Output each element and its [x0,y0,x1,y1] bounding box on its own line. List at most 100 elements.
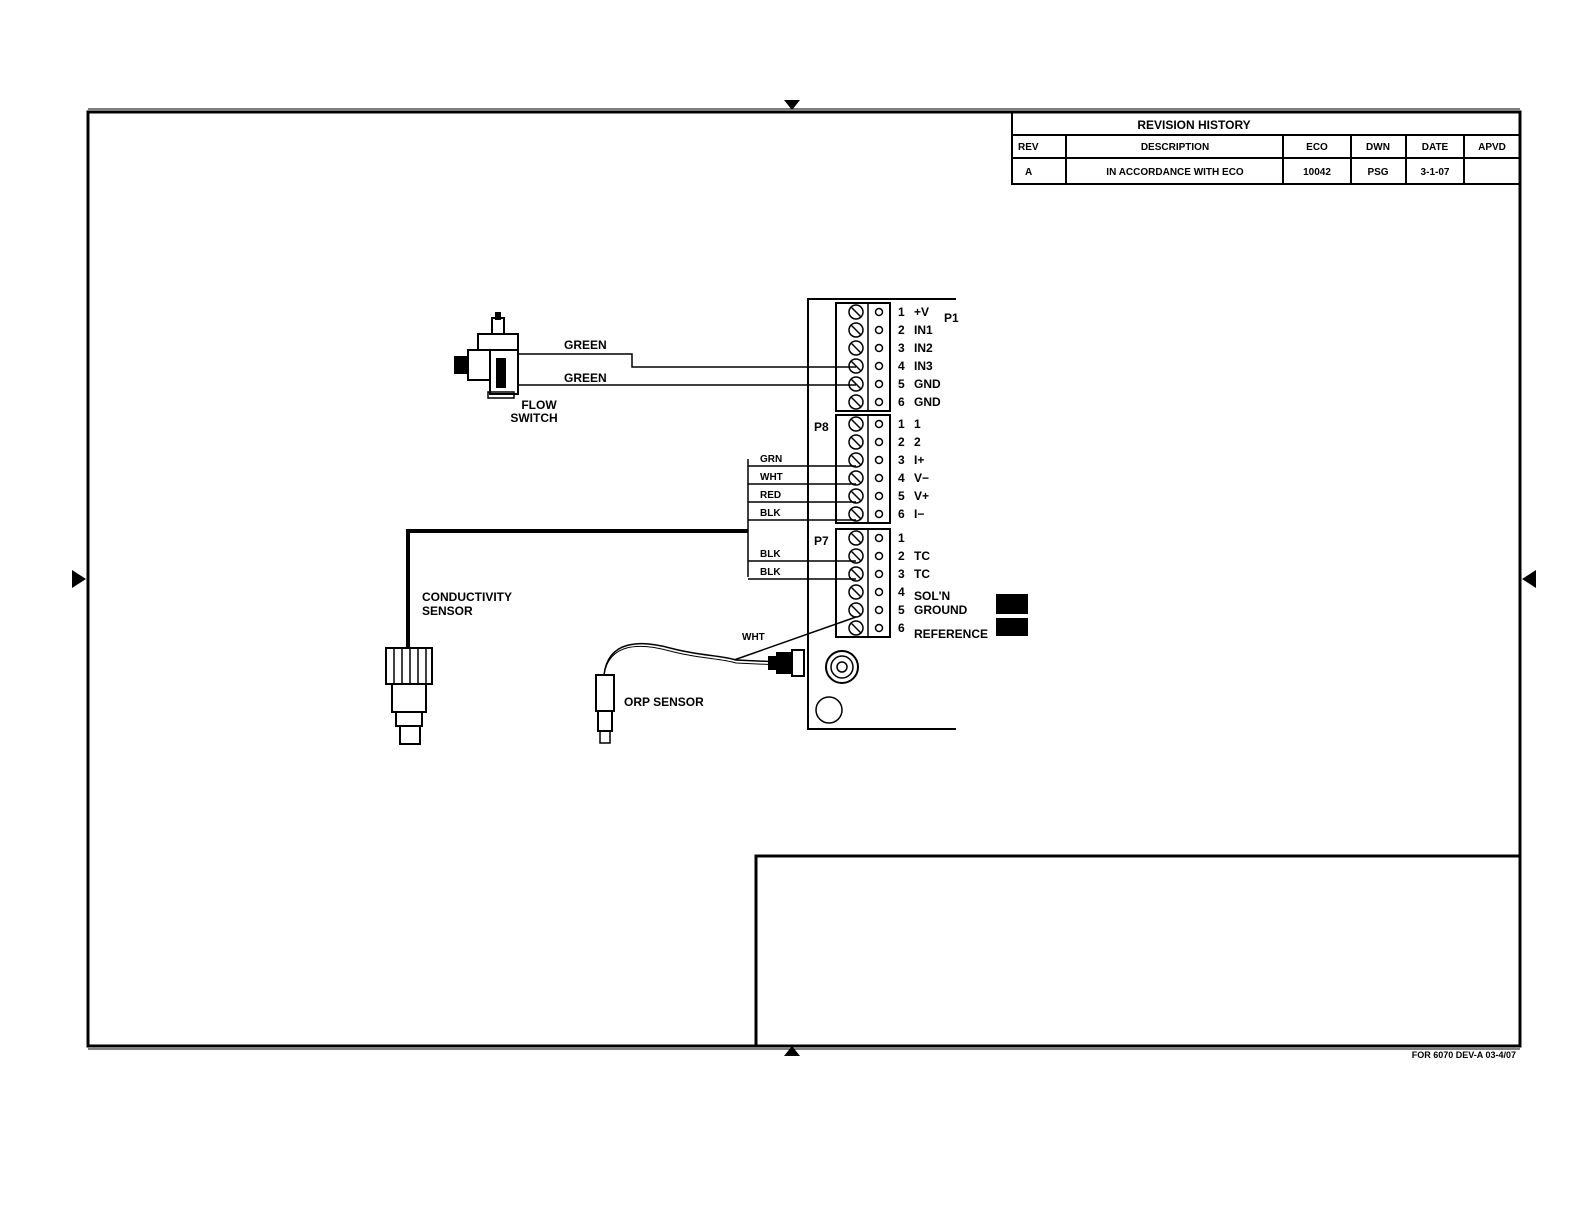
conductivity-wires [748,465,856,580]
terminal-screw [848,488,864,504]
marker-square [996,618,1028,636]
terminal-label: SOL'N [914,589,950,603]
wire-label-blk: BLK [760,508,781,519]
dwn-col-header: DWN [1366,142,1390,153]
terminal-label: TC [914,549,930,563]
terminal-block-p7: P7 [814,528,891,638]
terminal-screw-slot [850,396,862,408]
terminal-label: GND [914,377,941,391]
wire-label-green: GREEN [564,371,607,385]
conductivity-sensor-label: CONDUCTIVITY [422,590,512,604]
terminal-number: 4 [898,359,905,373]
terminal-screw [848,376,864,392]
wire-label-wht-orp: WHT [742,632,765,643]
wire-label-wht: WHT [760,472,783,483]
terminal-screw-slot [850,622,862,634]
terminal-block-p1: P1 [835,302,959,412]
terminal-pin [874,509,884,519]
terminal-number: 6 [898,507,905,521]
terminal-number: 5 [898,603,905,617]
terminal-screw-slot [850,568,862,580]
dwn-cell: PSG [1367,167,1388,178]
terminal-screw [848,434,864,450]
terminal-screw-slot [850,586,862,598]
date-cell: 3-1-07 [1421,167,1450,178]
terminal-screw [848,548,864,564]
conductivity-cable [406,529,748,648]
conductivity-sensor [385,647,433,745]
terminal-number: 3 [898,453,905,467]
terminal-number: 3 [898,567,905,581]
terminal-pin [874,307,884,317]
terminal-label: IN3 [914,359,933,373]
terminal-pin [874,605,884,615]
terminal-pin [874,473,884,483]
terminal-screw-slot [850,360,862,372]
terminal-screw [848,470,864,486]
terminal-label: GROUND [914,603,968,617]
block-label-p7: P7 [814,534,829,548]
orp-cable [603,642,781,676]
revision-title: REVISION HISTORY [1137,118,1250,132]
terminal-screw-slot [850,436,862,448]
terminal-number: 2 [898,323,905,337]
terminal-pin [874,455,884,465]
terminal-pin [874,419,884,429]
rev-col-header: REV [1018,142,1039,153]
bnc-jack [825,650,859,684]
flow-wire-green-1 [518,353,856,368]
flow-switch-label: SWITCH [510,411,557,425]
terminal-pin [874,587,884,597]
terminal-label: 1 [914,417,921,431]
terminal-label: GND [914,395,941,409]
orp-wire-wht [733,616,857,661]
terminal-screw-slot [850,454,862,466]
terminal-screw [848,416,864,432]
flow-switch [454,312,519,399]
terminal-number: 1 [898,531,905,545]
controller-board [807,298,956,730]
terminal-screw [848,340,864,356]
terminal-pin [874,533,884,543]
terminal-pin [874,397,884,407]
terminal-screw-slot [850,550,862,562]
center-marker-bottom [784,1046,800,1056]
terminal-screw-slot [850,604,862,616]
terminal-label: I− [914,507,924,521]
apvd-col-header: APVD [1478,142,1506,153]
terminal-screw [848,452,864,468]
terminal-screw-slot [850,490,862,502]
conductivity-sensor-label: SENSOR [422,604,473,618]
terminal-pin [874,551,884,561]
orp-sensor [595,674,615,744]
terminal-label: 2 [914,435,921,449]
eco-cell: 10042 [1303,167,1331,178]
wire-label-green: GREEN [564,338,607,352]
terminal-number: 6 [898,395,905,409]
terminal-pin [874,437,884,447]
terminal-label: TC [914,567,930,581]
center-marker-top [784,100,800,110]
wire-label-blk: BLK [760,567,781,578]
terminal-screw-slot [850,508,862,520]
description-cell: IN ACCORDANCE WITH ECO [1106,167,1244,178]
date-col-header: DATE [1422,142,1449,153]
terminal-label: IN1 [914,323,933,337]
center-marker-left [72,570,86,588]
terminal-label: V− [914,471,929,485]
terminal-screw [848,358,864,374]
terminal-number: 2 [898,549,905,563]
description-col-header: DESCRIPTION [1141,142,1209,153]
terminal-screw-slot [850,306,862,318]
terminal-pin [874,491,884,501]
terminal-screw-slot [850,472,862,484]
terminal-number: 1 [898,305,905,319]
terminal-screw-slot [850,418,862,430]
terminal-screw-slot [850,324,862,336]
block-label-p8: P8 [814,420,829,434]
eco-col-header: ECO [1306,142,1328,153]
terminal-block-p8: P8 [814,414,891,524]
terminal-pin [874,343,884,353]
